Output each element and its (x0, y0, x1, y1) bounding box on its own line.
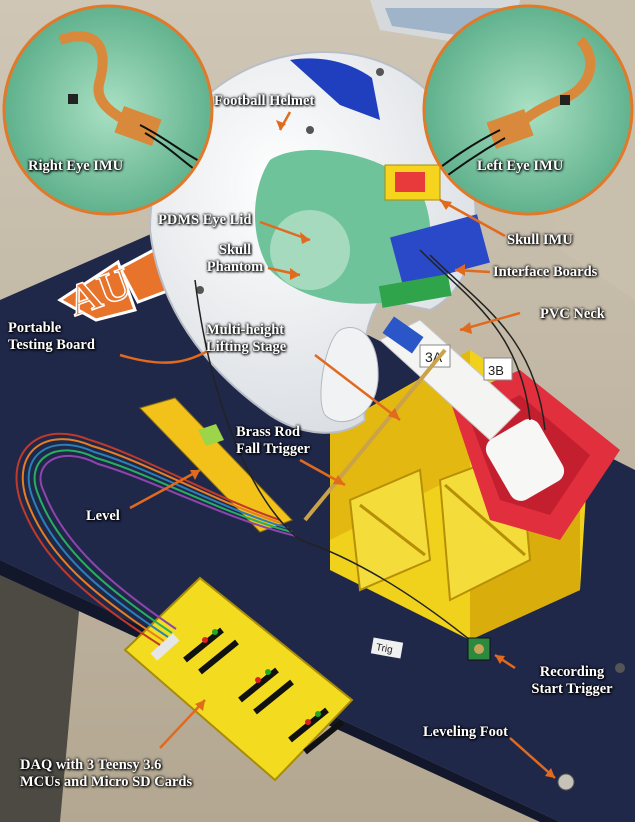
arrow-level (129, 468, 201, 510)
arrow-leveling-foot (509, 737, 556, 779)
label-pvc-neck: PVC Neck (540, 306, 605, 322)
arrow-daq (159, 699, 206, 749)
pvc-neck (379, 316, 565, 501)
daq-board (123, 576, 354, 782)
brass-rod (303, 348, 447, 522)
label-skull-phantom-line2: Phantom (206, 259, 264, 275)
recording-trigger (467, 637, 491, 661)
label-recording-start-trigger: Recording Start Trigger (516, 664, 628, 698)
arrow-skull-imu (439, 198, 506, 238)
arrow-testing-board (119, 348, 211, 364)
svg-text:3B: 3B (488, 363, 504, 378)
lifting-stage (330, 350, 590, 640)
left-eye-inset (422, 4, 634, 216)
label-skull-phantom: Skull Phantom (200, 242, 270, 276)
label-daq-line1: DAQ with 3 Teensy 3.6 (20, 757, 162, 773)
label-pdms-eye-lid: PDMS Eye Lid (158, 212, 252, 228)
label-lifting-stage-line1: Multi-height (206, 322, 285, 338)
label-right-eye-imu: Right Eye IMU (28, 158, 124, 174)
label-level: Level (86, 508, 120, 524)
tag-trig: Trig (370, 637, 404, 659)
label-football-helmet: Football Helmet (214, 93, 315, 109)
label-daq-line2: MCUs and Micro SD Cards (20, 774, 193, 790)
label-skull-phantom-line1: Skull (218, 242, 252, 258)
label-skull-imu: Skull IMU (507, 232, 573, 248)
testing-board (0, 230, 635, 822)
tag-3b: 3B (483, 357, 513, 381)
leveling-foot (557, 773, 575, 791)
label-recording-line1: Recording (539, 664, 605, 680)
label-brass-rod-line2: Fall Trigger (236, 441, 310, 457)
arrow-heads (190, 120, 555, 778)
ribbon-cable (15, 432, 297, 646)
label-lifting-stage-line2: Lifting Stage (206, 339, 287, 355)
label-portable-testing-board-line1: Portable (8, 320, 62, 336)
label-brass-rod-line1: Brass Rod (236, 424, 301, 440)
label-daq: DAQ with 3 Teensy 3.6 MCUs and Micro SD … (20, 757, 192, 791)
label-portable-testing-board-line2: Testing Board (8, 337, 95, 353)
label-leveling-foot: Leveling Foot (423, 724, 508, 740)
helmet-wires (194, 249, 546, 641)
arrow-lifting-stage (314, 354, 401, 421)
label-interface-boards: Interface Boards (493, 264, 598, 280)
label-left-eye-imu: Left Eye IMU (477, 158, 564, 174)
label-recording-line2: Start Trigger (531, 681, 613, 697)
right-eye-inset (2, 4, 214, 216)
label-portable-testing-board: Portable Testing Board (8, 320, 95, 354)
floor-gap (0, 560, 80, 822)
label-brass-rod: Brass Rod Fall Trigger (236, 424, 310, 458)
svg-text:Trig: Trig (375, 642, 394, 656)
label-lifting-stage: Multi-height Lifting Stage (206, 322, 286, 356)
spirit-level (139, 397, 293, 533)
